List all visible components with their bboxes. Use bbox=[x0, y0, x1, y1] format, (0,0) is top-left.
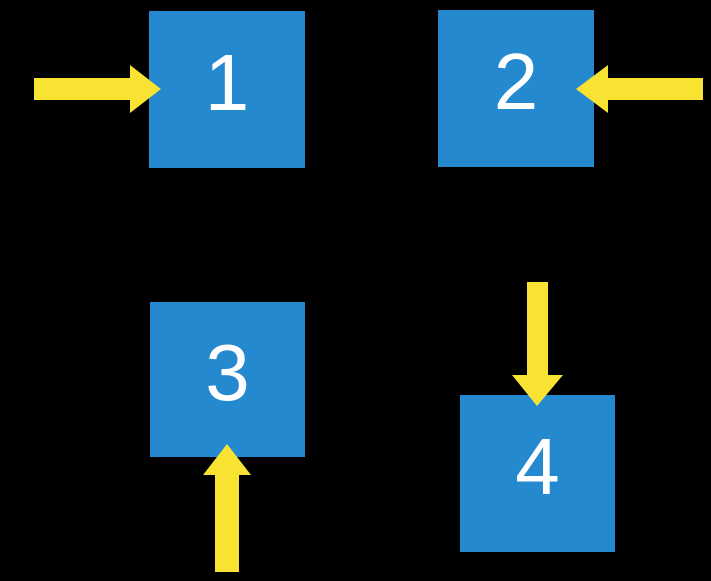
square-2-label: 2 bbox=[493, 36, 539, 126]
square-2: 2 bbox=[438, 10, 594, 167]
arrow-down-icon bbox=[512, 282, 563, 406]
square-3-label: 3 bbox=[205, 327, 250, 417]
arrow-left-icon bbox=[576, 65, 703, 113]
square-4: 4 bbox=[460, 395, 615, 552]
arrow-up-icon bbox=[203, 444, 251, 572]
square-1-label: 1 bbox=[204, 37, 250, 127]
square-1: 1 bbox=[149, 11, 305, 168]
square-3: 3 bbox=[150, 302, 305, 457]
arrow-right-icon bbox=[34, 65, 161, 113]
square-4-label: 4 bbox=[515, 421, 560, 511]
